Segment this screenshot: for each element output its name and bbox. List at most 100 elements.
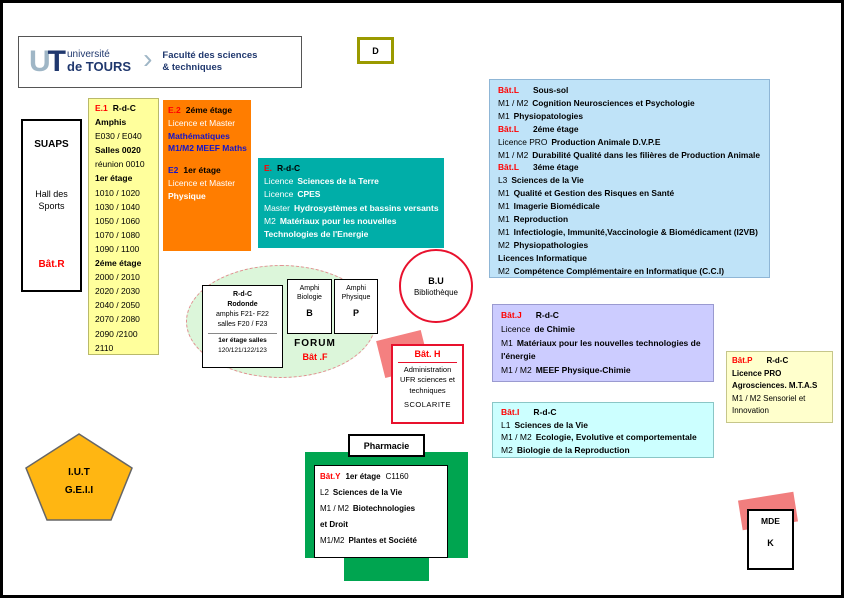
degree-prefix: M1 / M2 <box>501 365 532 376</box>
forum-title: FORUM <box>294 338 336 349</box>
floor-label: 3éme étage <box>532 162 579 173</box>
text-line: 1030 / 1040 <box>95 201 140 212</box>
floor-label: 1er étage <box>345 472 381 481</box>
text-line: 2éme étage <box>95 258 142 269</box>
rodonde-name: Rodonde <box>227 301 258 308</box>
logo-letter-u: U <box>29 45 51 78</box>
program-name: Sciences de la Vie <box>514 419 589 430</box>
degree-prefix: M1 / M2 <box>501 432 532 443</box>
degree-prefix: M2 <box>498 265 510 276</box>
spacer <box>168 155 251 164</box>
amphi-biologie: Amphi Biologie B <box>287 279 332 334</box>
text-line: 2110 <box>95 342 114 353</box>
text-line: 2090 /2100 <box>95 328 138 339</box>
program-name: Cognition Neurosciences et Psychologie <box>532 97 695 108</box>
floor-label: 2éme étage <box>532 123 579 134</box>
building-code: Bât.I <box>501 407 520 417</box>
program-name: Reproduction <box>513 214 569 225</box>
program-name: Ecologie, Evolutive et comportementale <box>535 432 697 443</box>
bibliotheque-label: Bibliothèque <box>413 287 459 297</box>
floor-label: Sous-sol <box>532 85 569 95</box>
university-logo-box: UT université de TOURS › Faculté des sci… <box>18 36 302 88</box>
program-name: Physiopathologies <box>513 239 589 250</box>
logo-universite: université <box>67 48 110 60</box>
text-line: Amphis <box>95 117 127 128</box>
floor-label: R-d-C <box>533 407 557 417</box>
text-line: 2070 / 2080 <box>95 314 140 325</box>
program-name: de Chimie <box>534 323 575 334</box>
text-line: E030 / E040 <box>95 131 142 142</box>
degree-prefix: L3 <box>498 175 508 186</box>
building-h: Bât. H Administration UFR sciences et te… <box>391 344 464 424</box>
program-name: Production Animale D.V.P.E <box>551 136 661 147</box>
rodonde-box: R-d-C Rodonde amphis F21- F22 salles F20… <box>202 285 283 368</box>
logo-name: université de TOURS <box>67 48 131 74</box>
floor-label: R-d-C <box>766 356 789 365</box>
program-name: Matériaux pour les nouvelles technologie… <box>516 337 701 348</box>
amphi-title: Amphi Biologie <box>297 285 322 301</box>
degree-prefix: M1 <box>498 110 510 121</box>
mde-letter: K <box>767 538 774 548</box>
program-name: Technologies de l'Energie <box>264 229 369 240</box>
text-line: Licence et Master <box>168 177 236 188</box>
text-line: 2000 / 2010 <box>95 272 140 283</box>
degree-prefix: Master <box>264 202 290 213</box>
pharmacie-label: Pharmacie <box>363 440 410 451</box>
degree-prefix: M1/M2 <box>320 536 345 545</box>
program-name: MEEF Physique-Chimie <box>535 365 631 376</box>
text-line: Salles 0020 <box>95 145 141 156</box>
logo-letter-t: T <box>47 45 66 78</box>
degree-prefix: Licence <box>264 176 294 187</box>
floor-label: 2éme étage <box>185 105 233 115</box>
text-line: SCOLARITE <box>403 400 451 409</box>
text-line: salles F20 / F23 <box>217 321 268 328</box>
degree-prefix: Licence PRO <box>498 136 548 147</box>
building-code: Bât.J <box>501 310 522 320</box>
text-line: 1er étage salles <box>218 337 267 344</box>
text-line: Mathématiques <box>168 130 230 141</box>
program-name: Sciences de la Vie <box>332 488 403 497</box>
program-name: Imagerie Biomédicale <box>513 201 600 212</box>
program-name: Biologie de la Reproduction <box>516 444 630 455</box>
degree-prefix: Licence <box>501 323 531 334</box>
building-code: Bât.Y <box>320 472 341 481</box>
building-mde: MDE K <box>747 509 794 570</box>
text-line: Administration <box>403 364 452 374</box>
building-code: E.1 <box>95 103 108 113</box>
degree-prefix: Licence <box>264 189 294 200</box>
program-name: Hydrosystèmes et bassins versants <box>293 202 439 213</box>
pharmacie-box: Pharmacie <box>348 434 425 457</box>
faculty-name: Faculté des sciences & techniques <box>162 50 257 75</box>
floor-label: R-d-C <box>232 291 253 298</box>
program-name: l'énergie <box>501 351 536 362</box>
text-line: 1070 / 1080 <box>95 229 140 240</box>
text-line: réunion 0010 <box>95 159 145 170</box>
building-code: E. <box>264 163 273 173</box>
divider <box>208 333 277 334</box>
text-line: Innovation <box>732 406 769 416</box>
building-iut: I.U.T G.E.I.I <box>23 431 135 523</box>
text-line: 1050 / 1060 <box>95 215 140 226</box>
text-line: amphis F21- F22 <box>216 311 269 318</box>
library-circle: B.U Bibliothèque <box>399 249 473 323</box>
program-name: Physiopatologies <box>513 110 583 121</box>
